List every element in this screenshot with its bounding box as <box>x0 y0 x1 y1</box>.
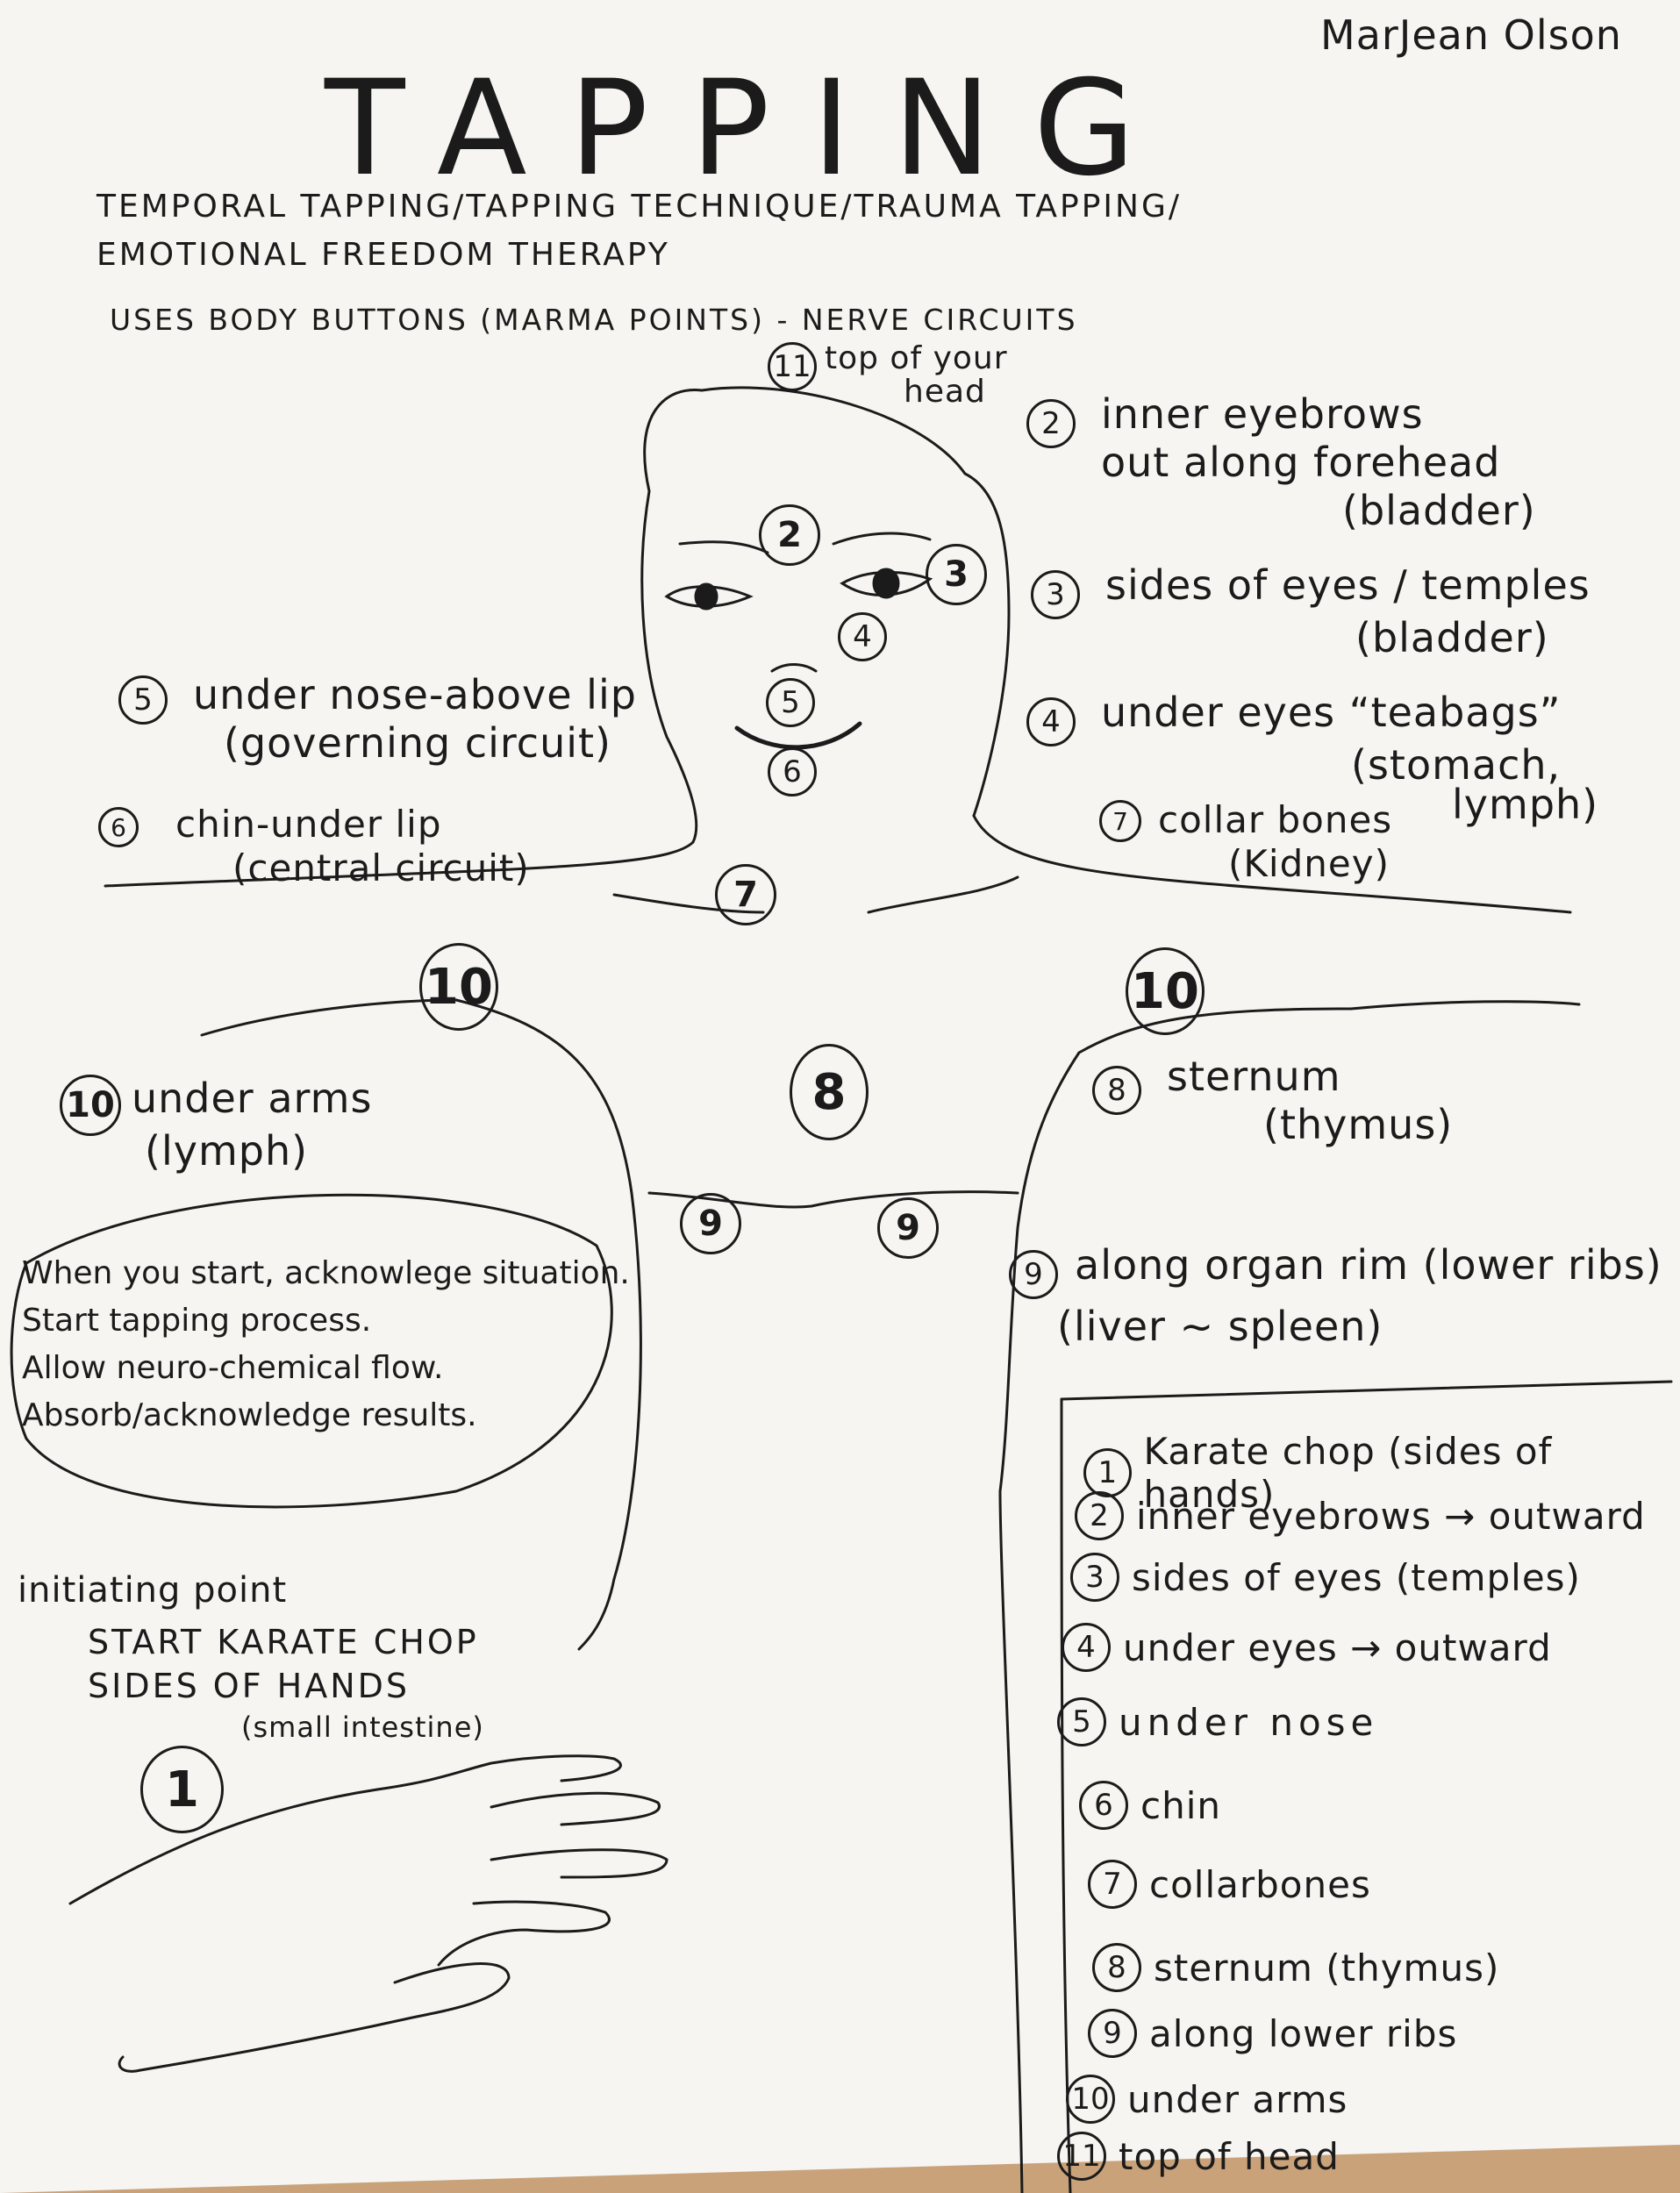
sequence-item-5: 5 under nose <box>1057 1697 1378 1747</box>
sequence-num-11: 11 <box>1057 2132 1106 2181</box>
label-inner-eyebrows: inner eyebrows <box>1101 390 1424 438</box>
note-line-3: Allow neuro-chemical flow. <box>22 1350 444 1386</box>
sequence-text-4: under eyes → outward <box>1123 1625 1552 1669</box>
label-collar-bones: collar bones <box>1158 798 1393 841</box>
label-num-8: 8 <box>1092 1066 1141 1115</box>
sequence-num-9: 9 <box>1088 2009 1137 2058</box>
sequence-num-4: 4 <box>1062 1623 1111 1672</box>
sequence-num-3: 3 <box>1070 1553 1119 1602</box>
sequence-text-8: sternum (thymus) <box>1154 1946 1500 1989</box>
label-num-2: 2 <box>1026 399 1076 448</box>
label-num-10: 10 <box>60 1075 121 1136</box>
sequence-num-7: 7 <box>1088 1860 1137 1909</box>
label-organ-rim: along organ rim (lower ribs) <box>1075 1241 1662 1289</box>
label-sides-of-eyes-line-2: (bladder) <box>1355 614 1549 661</box>
point-marker-6: 6 <box>768 747 817 796</box>
label-num-7: 7 <box>1099 800 1141 842</box>
sequence-text-1: Karate chop (sides of hands) <box>1143 1430 1553 1516</box>
point-marker-5: 5 <box>766 678 815 727</box>
sequence-text-3: sides of eyes (temples) <box>1132 1555 1581 1599</box>
sequence-item-10: 10 under arms <box>1066 2075 1348 2124</box>
note-line-4: Absorb/acknowledge results. <box>22 1397 477 1433</box>
point-marker-7: 7 <box>715 864 776 925</box>
label-chin-line-2: (central circuit) <box>232 846 530 889</box>
sequence-item-6: 6 chin <box>1079 1781 1221 1830</box>
sequence-text-6: chin <box>1140 1783 1221 1827</box>
sequence-item-3: 3 sides of eyes (temples) <box>1070 1553 1581 1602</box>
note-line-1: When you start, acknowlege situation. <box>22 1255 630 1291</box>
initiating-small-intestine: (small intestine) <box>241 1711 484 1744</box>
point-marker-10-right: 10 <box>1126 947 1205 1035</box>
subtitle-line-2: EMOTIONAL FREEDOM THERAPY <box>97 237 670 273</box>
label-organ-rim-line-2: (liver ~ spleen) <box>1057 1303 1383 1350</box>
label-chin: chin-under lip <box>175 803 442 846</box>
label-top-of-head-line-1: top of your <box>825 340 1008 376</box>
point-marker-2: 2 <box>759 504 820 566</box>
sequence-text-2: inner eyebrows → outward <box>1136 1494 1646 1538</box>
label-under-arms-line-2: (lymph) <box>145 1127 309 1175</box>
point-marker-10-left: 10 <box>419 943 498 1031</box>
label-collar-bones-line-2: (Kidney) <box>1228 842 1390 885</box>
sequence-item-2: 2 inner eyebrows → outward <box>1075 1491 1646 1540</box>
label-top-of-head: top of your head <box>825 342 1008 409</box>
label-inner-eyebrows-line-2: out along forehead <box>1101 439 1501 486</box>
sequence-item-7: 7 collarbones <box>1088 1860 1371 1909</box>
sequence-text-9: along lower ribs <box>1149 2011 1458 2055</box>
sequence-num-2: 2 <box>1075 1491 1124 1540</box>
label-under-eyes: under eyes “teabags” <box>1101 689 1562 736</box>
note-bubble-text: When you start, acknowlege situation. St… <box>22 1250 630 1439</box>
note-line-2: Start tapping process. <box>22 1303 372 1339</box>
sequence-num-5: 5 <box>1057 1697 1106 1747</box>
author-signature: MarJean Olson <box>1320 11 1622 59</box>
label-num-3: 3 <box>1031 570 1080 619</box>
point-marker-9-right: 9 <box>877 1197 939 1259</box>
label-num-4: 4 <box>1026 697 1076 746</box>
initiating-start-karate-chop: START KARATE CHOP <box>88 1623 479 1661</box>
label-inner-eyebrows-line-3: (bladder) <box>1342 487 1536 534</box>
label-under-eyes-line-2: (stomach, <box>1351 741 1562 789</box>
sequence-item-9: 9 along lower ribs <box>1088 2009 1457 2058</box>
label-under-nose-line-2: (governing circuit) <box>224 719 612 767</box>
sequence-text-7: collarbones <box>1149 1862 1371 1906</box>
initiating-point-heading: initiating point <box>18 1570 288 1611</box>
uses-line: USES BODY BUTTONS (MARMA POINTS) - NERVE… <box>110 303 1078 337</box>
initiating-sides-of-hands: SIDES OF HANDS <box>88 1667 411 1705</box>
sequence-text-10: under arms <box>1127 2077 1348 2121</box>
label-sternum-line-2: (thymus) <box>1263 1101 1454 1148</box>
label-under-nose: under nose-above lip <box>193 671 637 718</box>
label-num-6: 6 <box>98 807 139 847</box>
sequence-item-4: 4 under eyes → outward <box>1062 1623 1552 1672</box>
label-under-arms: under arms <box>132 1075 373 1122</box>
sequence-num-8: 8 <box>1092 1943 1141 1992</box>
page-title: TAPPING <box>325 53 1178 205</box>
point-marker-1-hand: 1 <box>140 1746 224 1833</box>
sequence-text-11: top of head <box>1119 2134 1340 2178</box>
sequence-text-5: under nose <box>1119 1700 1379 1744</box>
label-sternum: sternum <box>1167 1053 1341 1100</box>
label-num-5: 5 <box>118 675 168 725</box>
sequence-num-6: 6 <box>1079 1781 1128 1830</box>
point-marker-4: 4 <box>838 612 887 661</box>
point-marker-8: 8 <box>790 1044 869 1140</box>
label-num-9: 9 <box>1009 1250 1058 1299</box>
point-marker-11: 11 <box>768 342 817 391</box>
point-marker-9-left: 9 <box>680 1193 741 1254</box>
subtitle-line-1: TEMPORAL TAPPING/TAPPING TECHNIQUE/TRAUM… <box>97 189 1182 225</box>
sequence-item-1: 1 Karate chop (sides of hands) <box>1083 1430 1680 1516</box>
label-under-eyes-line-3: lymph) <box>1452 781 1599 828</box>
sequence-num-10: 10 <box>1066 2075 1115 2124</box>
sequence-num-1: 1 <box>1083 1448 1132 1497</box>
label-top-of-head-line-2: head <box>904 374 986 410</box>
sequence-item-8: 8 sternum (thymus) <box>1092 1943 1499 1992</box>
sequence-item-11: 11 top of head <box>1057 2132 1340 2181</box>
label-sides-of-eyes: sides of eyes / temples <box>1105 561 1591 609</box>
point-marker-3: 3 <box>926 544 987 605</box>
